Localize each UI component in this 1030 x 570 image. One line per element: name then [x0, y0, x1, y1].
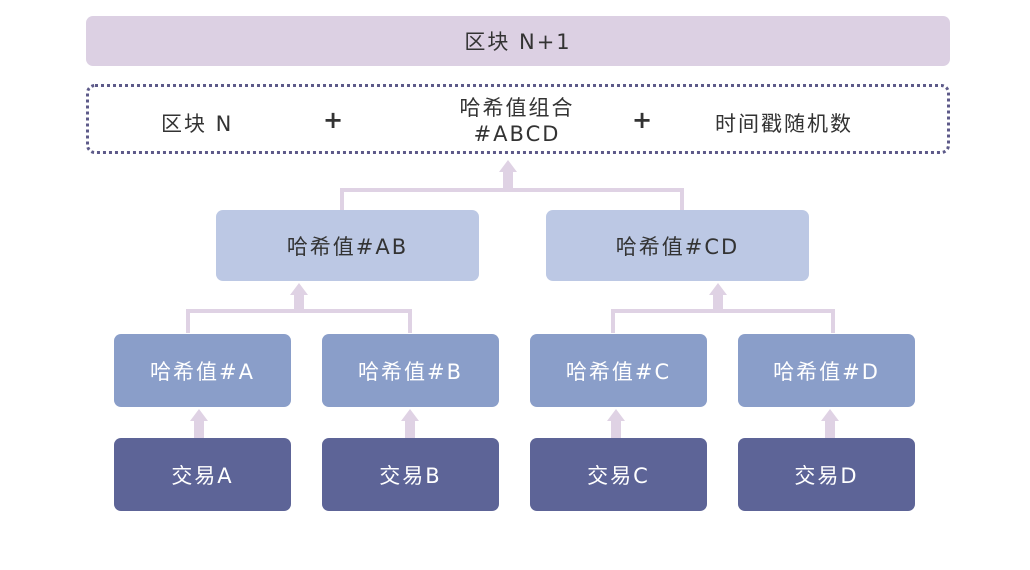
connector-stem-tx-c — [611, 420, 621, 438]
arrow-up-icon — [709, 283, 727, 295]
connector-stem-tx-d — [825, 420, 835, 438]
transaction-b-box: 交易B — [322, 438, 499, 511]
connector-a-b — [186, 309, 412, 333]
connector-stem-top — [503, 170, 513, 190]
block-n-label: 区块 N — [161, 112, 234, 136]
block-n-plus-1: 区块 N+1 — [86, 16, 950, 66]
connector-stem-tx-a — [194, 420, 204, 438]
plus-icon-1: + — [323, 106, 346, 134]
connector-stem-ab — [294, 294, 304, 311]
arrow-up-icon — [821, 409, 839, 421]
connector-c-d — [611, 309, 835, 333]
hash-c-box: 哈希值#C — [530, 334, 707, 407]
plus-icon-2: + — [632, 106, 655, 134]
hash-combination-value: #ABCD — [473, 122, 561, 146]
arrow-up-icon — [190, 409, 208, 421]
arrow-up-icon — [290, 283, 308, 295]
connector-stem-tx-b — [405, 420, 415, 438]
connector-ab-cd — [340, 188, 684, 212]
connector-stem-cd — [713, 294, 723, 311]
transaction-a-box: 交易A — [114, 438, 291, 511]
arrow-up-icon — [401, 409, 419, 421]
transaction-d-box: 交易D — [738, 438, 915, 511]
hash-combination-title: 哈希值组合 — [459, 96, 575, 120]
hash-b-box: 哈希值#B — [322, 334, 499, 407]
transaction-c-box: 交易C — [530, 438, 707, 511]
hash-a-box: 哈希值#A — [114, 334, 291, 407]
timestamp-nonce-label: 时间戳随机数 — [715, 112, 853, 136]
arrow-up-icon — [607, 409, 625, 421]
block-header-group: 区块 N + 哈希值组合 #ABCD + 时间戳随机数 — [86, 84, 950, 154]
hash-ab-box: 哈希值#AB — [216, 210, 479, 281]
hash-cd-box: 哈希值#CD — [546, 210, 809, 281]
hash-d-box: 哈希值#D — [738, 334, 915, 407]
hash-combination-label: 哈希值组合 #ABCD — [407, 95, 627, 147]
arrow-up-icon — [499, 160, 517, 172]
